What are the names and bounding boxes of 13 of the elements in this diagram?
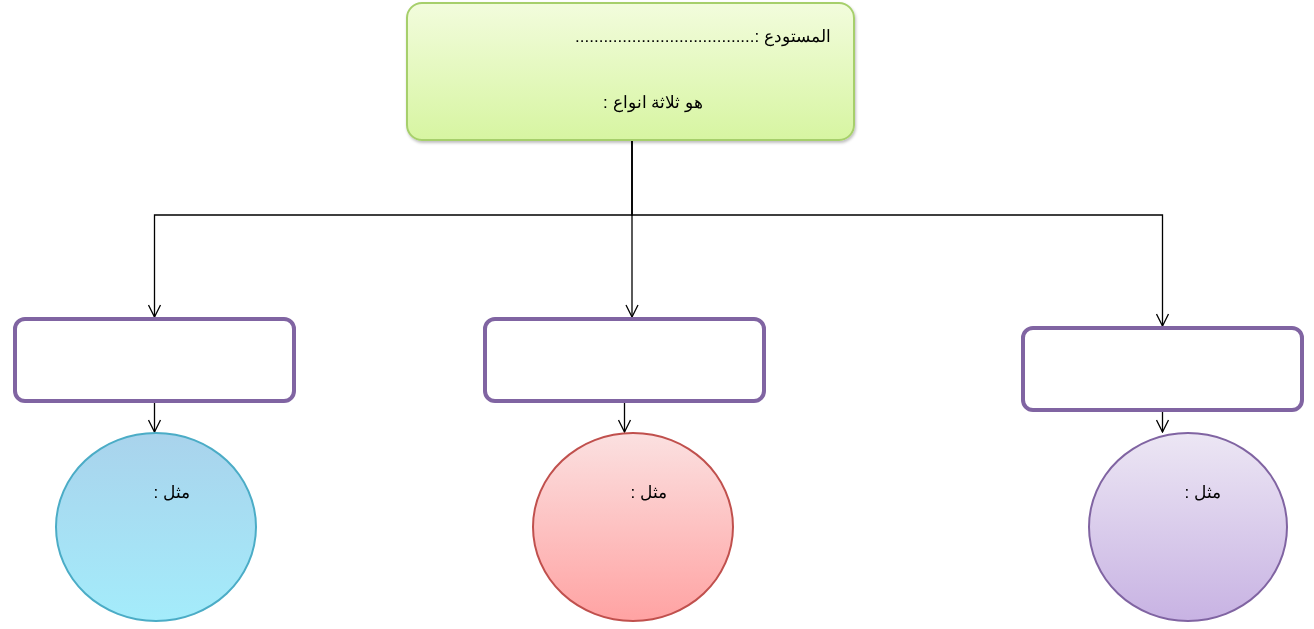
empty-box [1021,326,1304,412]
types-prompt: هو ثلاثة انواع : [603,92,703,113]
empty-box [483,317,766,403]
arrow [147,402,162,433]
example-prompt: مثل : [1184,482,1221,503]
definition-prompt: المستودع :...................................... [575,26,831,47]
example-prompt: مثل : [153,482,190,503]
example-prompt: مثل : [630,482,667,503]
title-box [406,2,855,141]
arrow [631,140,1170,327]
arrow [1155,411,1170,433]
empty-box [13,317,296,403]
arrow [617,402,632,433]
